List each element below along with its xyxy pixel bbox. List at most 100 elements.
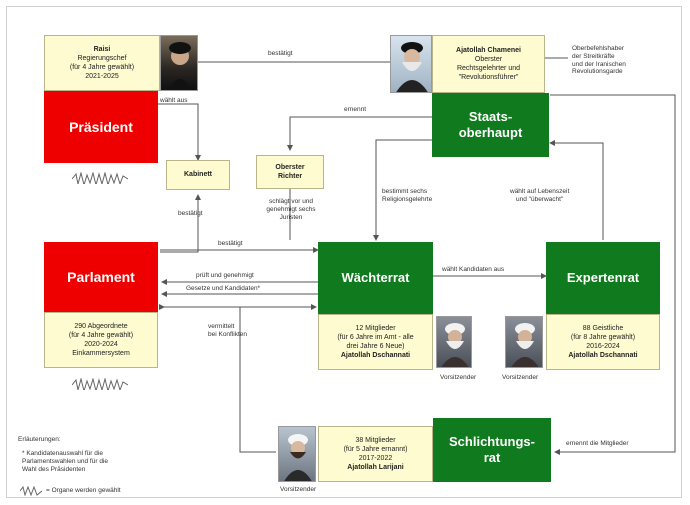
label-line: Juristen [279,213,303,221]
label-schlaegt-vor: schlägt vor und genehmigt sechs Juristen [254,198,328,221]
label-line: genehmigt sechs [266,205,316,213]
legend-note-line: Wahl des Präsidenten [22,465,86,473]
label-vorsitzender-expertenrat: Vorsitzender [502,374,539,381]
richter-label-2: Richter [277,173,303,180]
oberster-richter-box: Oberster Richter [256,155,324,189]
diagram-frame [6,6,682,498]
kabinett-box: Kabinett [166,160,230,190]
label-waehlt-aus: wählt aus [160,97,188,104]
raisi-info: Raisi Regierungschef (für 4 Jahre gewähl… [44,35,160,91]
parlament-info-line: 290 Abgeordnete [74,322,128,330]
label-prueft: prüft und genehmigt [196,272,254,279]
staatsoberhaupt-label-2: oberhaupt [458,125,523,140]
schlichtung-chair-portrait [278,426,316,482]
president-label: Präsident [69,119,133,135]
parlament-info-line: 2020-2024 [84,341,118,348]
legend-note-line: Parlamentswahlen und für die [22,457,108,465]
side-note-line: Revolutionsgarde [572,68,623,76]
chamenei-role-3: "Revolutionsführer" [458,74,519,82]
side-note-line: und der Iranischen [572,60,626,68]
arrow-waehlt-lebenszeit [549,140,604,240]
expertenrat-info-line: 2016-2024 [586,343,620,350]
waechterrat-label: Wächterrat [341,269,410,285]
arrow-ernennt-mitglieder [550,94,676,455]
label-line: bei Konflikten [208,330,248,338]
side-note: Oberbefehlshaber der Streitkräfte und de… [572,45,672,76]
legend-title: Erläuterungen: [18,436,61,443]
waechterrat-info: 12 Mitglieder (für 6 Jahre im Amt - alle… [318,314,433,370]
waechterrat-info-line: (für 6 Jahre im Amt - alle [337,333,414,341]
schlichtung-chair: Ajatollah Larijani [347,464,404,472]
chamenei-info: Ajatollah Chamenei Oberster Rechtsgelehr… [432,35,545,93]
staatsoberhaupt-label-1: Staats- [468,108,513,124]
arrow-bestimmt [373,139,432,241]
raisi-role: Regierungschef [77,54,127,62]
legend-wave-icon [20,486,42,496]
expertenrat-chair: Ajatollah Dschannati [568,352,638,360]
label-line: schlägt vor und [268,198,314,205]
schlichtung-label-2: rat [483,450,501,465]
elected-wave-icon [72,172,128,184]
arrow-bestaetigt-kabinett [160,194,201,253]
label-vorsitzender-schlichtung: Vorsitzender [280,486,317,493]
raisi-term: (für 4 Jahre gewählt) [69,64,135,71]
expertenrat-info-line: (für 8 Jahre gewählt) [570,333,636,341]
expertenrat-info: 88 Geistliche (für 8 Jahre gewählt) 2016… [546,314,660,370]
parlament-label: Parlament [67,269,135,285]
waechterrat-chair: Ajatollah Dschannati [340,352,411,360]
president-box: Präsident [44,91,158,163]
elected-wave-icon [72,378,128,390]
label-line: vermittelt [208,323,235,330]
label-vermittelt: vermittelt bei Konflikten [208,323,247,339]
label-line: Religionsgelehrte [382,195,433,203]
label-waehlt-lebenszeit: wählt auf Lebenszeit und "überwacht" [510,188,569,204]
parlament-info-line: Einkammersystem [72,350,130,358]
legend-note-line: * Kandidatenauswahl für die [22,450,103,457]
schlichtung-info: 38 Mitglieder (für 5 Jahre ernannt) 2017… [318,426,433,482]
legend-organs: = Organe werden gewählt [46,487,121,494]
raisi-name: Raisi [93,45,111,53]
label-line: und "überwacht" [516,195,564,203]
raisi-portrait [160,35,198,91]
waechterrat-chair-portrait [436,316,472,368]
label-line: wählt auf Lebenszeit [510,188,570,195]
chamenei-name: Ajatollah Chamenei [456,46,521,54]
expertenrat-chair-portrait [505,316,543,368]
chamenei-role-1: Oberster [474,55,503,63]
label-bestaetigt-parl: bestätigt [218,240,243,247]
schlichtung-info-line: 38 Mitglieder [355,436,396,444]
legend-note: * Kandidatenauswahl für die Parlamentswa… [22,450,108,473]
schlichtung-label-1: Schlichtungs- [449,433,535,449]
schlichtung-info-line: 2017-2022 [358,455,393,462]
kabinett-label: Kabinett [184,171,212,179]
raisi-years: 2021-2025 [85,73,119,81]
label-ernennt-mitglieder: ernennt die Mitglieder [566,440,629,447]
label-bestimmt: bestimmt sechs Religionsgelehrte [382,188,432,204]
line-vermittelt [239,307,276,453]
label-gesetze: Gesetze und Kandidaten* [186,285,261,292]
label-ernennt: ernennt [344,106,367,113]
schlichtungsrat-box: Schlichtungs- rat [433,418,551,482]
schlichtung-info-line: (für 5 Jahre ernannt) [343,445,408,453]
label-bestaetigt-kabinett: bestätigt [178,210,203,217]
chamenei-portrait [390,35,432,93]
side-note-line: Oberbefehlshaber [572,45,625,52]
parlament-info-line: (für 4 Jahre gewählt) [68,331,134,339]
label-bestaetigt-top: bestätigt [268,50,293,57]
expertenrat-box: Expertenrat [546,242,660,314]
staatsoberhaupt-box: Staats- oberhaupt [432,93,549,157]
chamenei-role-2: Rechtsgelehrter und [456,65,521,72]
expertenrat-info-line: 88 Geistliche [582,324,624,332]
label-vorsitzender-waechterrat: Vorsitzender [440,374,477,381]
label-line: bestimmt sechs [382,188,428,195]
parlament-box: Parlament [44,242,158,312]
label-waehlt-kandidaten: wählt Kandidaten aus [442,266,505,273]
richter-label-1: Oberster [275,163,305,171]
arrow-ernennt [287,116,432,151]
waechterrat-info-line: 12 Mitglieder [355,324,396,332]
side-note-line: der Streitkräfte [572,52,615,60]
waechterrat-info-line: drei Jahre 6 Neue) [346,343,405,350]
waechterrat-box: Wächterrat [318,242,433,314]
expertenrat-label: Expertenrat [566,269,640,285]
